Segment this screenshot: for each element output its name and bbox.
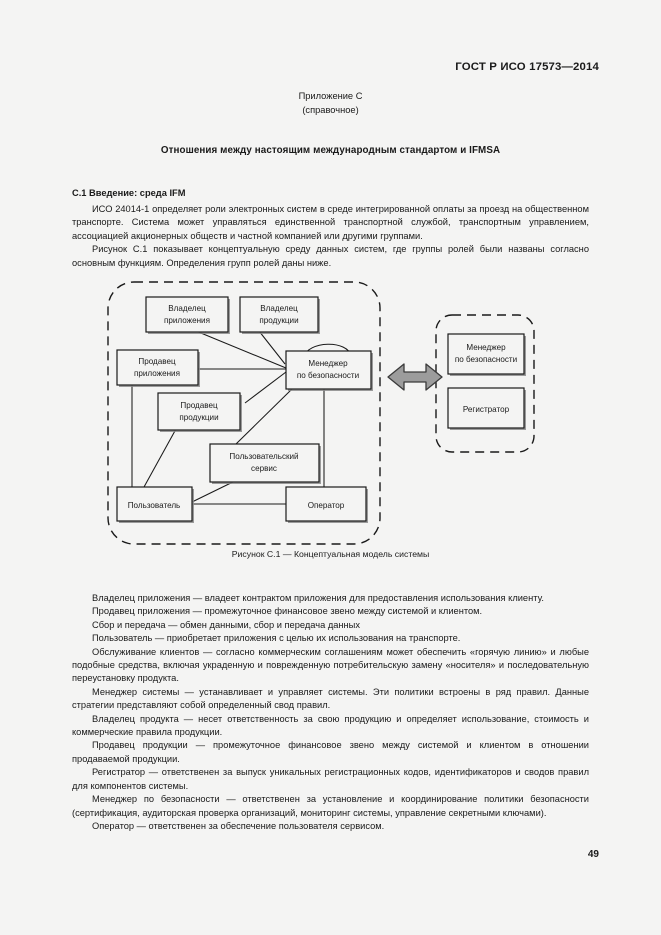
node-product-seller[interactable]: Продавец продукции [156,392,242,432]
node-label: Пользовательский [229,452,298,461]
node-label: Регистратор [462,405,509,414]
node-app-owner[interactable]: Владелец приложения [144,296,230,334]
figure-c1: Владелец приложения Владелец продукции П… [0,272,661,572]
section-paragraph: Рисунок С.1 показывает концептуальную ср… [72,244,589,268]
running-header-standard-id: ГОСТ Р ИСО 17573—2014 [455,61,599,73]
section-intro: С.1 Введение: среда IFM ИСО 24014-1 опре… [72,188,589,270]
definition-item: Продавец приложения — промежуточное фина… [92,606,483,617]
section-paragraph: ИСО 24014-1 определяет роли электронных … [72,204,589,241]
node-app-seller[interactable]: Продавец приложения [115,349,200,387]
definition-item: Сбор и передача — обмен данными, сбор и … [92,619,361,630]
definition-item: Менеджер системы — устанавливает и управ… [72,686,589,711]
node-security-manager-external[interactable]: Менеджер по безопасности [446,333,526,376]
node-label: приложения [134,369,180,378]
node-label: по безопасности [296,371,358,380]
system-boundary-outer [434,314,535,453]
node-label: Владелец [260,304,298,313]
annex-title: Отношения между настоящим международным … [160,145,501,156]
definition-item: Обслуживание клиентов — согласно коммерч… [72,646,589,684]
node-operator[interactable]: Оператор [284,486,368,523]
system-boundary-inner [106,281,381,545]
definition-item: Регистратор — ответственен за выпуск уни… [72,767,589,791]
node-user-service[interactable]: Пользовательский сервис [208,443,321,484]
node-label: продукции [179,413,218,422]
definitions-list: Владелец приложения — владеет контрактом… [72,592,589,833]
node-label: Владелец [168,304,206,313]
node-label: Менеджер [308,359,348,368]
definition-item: Владелец приложения — владеет контрактом… [92,593,544,603]
definition-item: Менеджер по безопасности — ответственен … [72,794,589,818]
definition-item: Продавец продукции — промежуточное финан… [72,740,589,764]
node-security-manager[interactable]: Менеджер по безопасности [284,350,373,391]
annex-kind: (справочное) [302,104,359,115]
conceptual-model-diagram: Владелец приложения Владелец продукции П… [106,281,535,545]
node-label: приложения [164,316,210,325]
section-heading: С.1 Введение: среда IFM [72,188,186,198]
definition-item: Оператор — ответственен за обеспечение п… [92,820,385,831]
node-registrar-external[interactable]: Регистратор [446,387,526,430]
figure-caption: Рисунок С.1 — Концептуальная модель сист… [231,549,430,559]
node-label: Менеджер [466,343,506,352]
node-user[interactable]: Пользователь [115,486,194,523]
node-label: продукции [259,316,298,325]
annex-heading-block: Приложение С (справочное) [0,90,661,117]
node-product-owner[interactable]: Владелец продукции [238,296,320,334]
annex-name: Приложение С [298,91,363,101]
node-label: Продавец [138,357,176,366]
definition-item: Владелец продукта — несет ответственност… [72,713,589,738]
node-label: Пользователь [127,501,180,510]
bidirectional-link-arrow [386,363,443,391]
node-label: Оператор [307,501,344,510]
definition-item: Пользователь — приобретает приложения с … [92,633,461,644]
diagram-connectors [130,330,325,505]
node-label: Продавец [180,401,218,410]
node-label: по безопасности [454,355,516,364]
page-number: 49 [587,849,599,860]
node-label: сервис [251,464,277,473]
